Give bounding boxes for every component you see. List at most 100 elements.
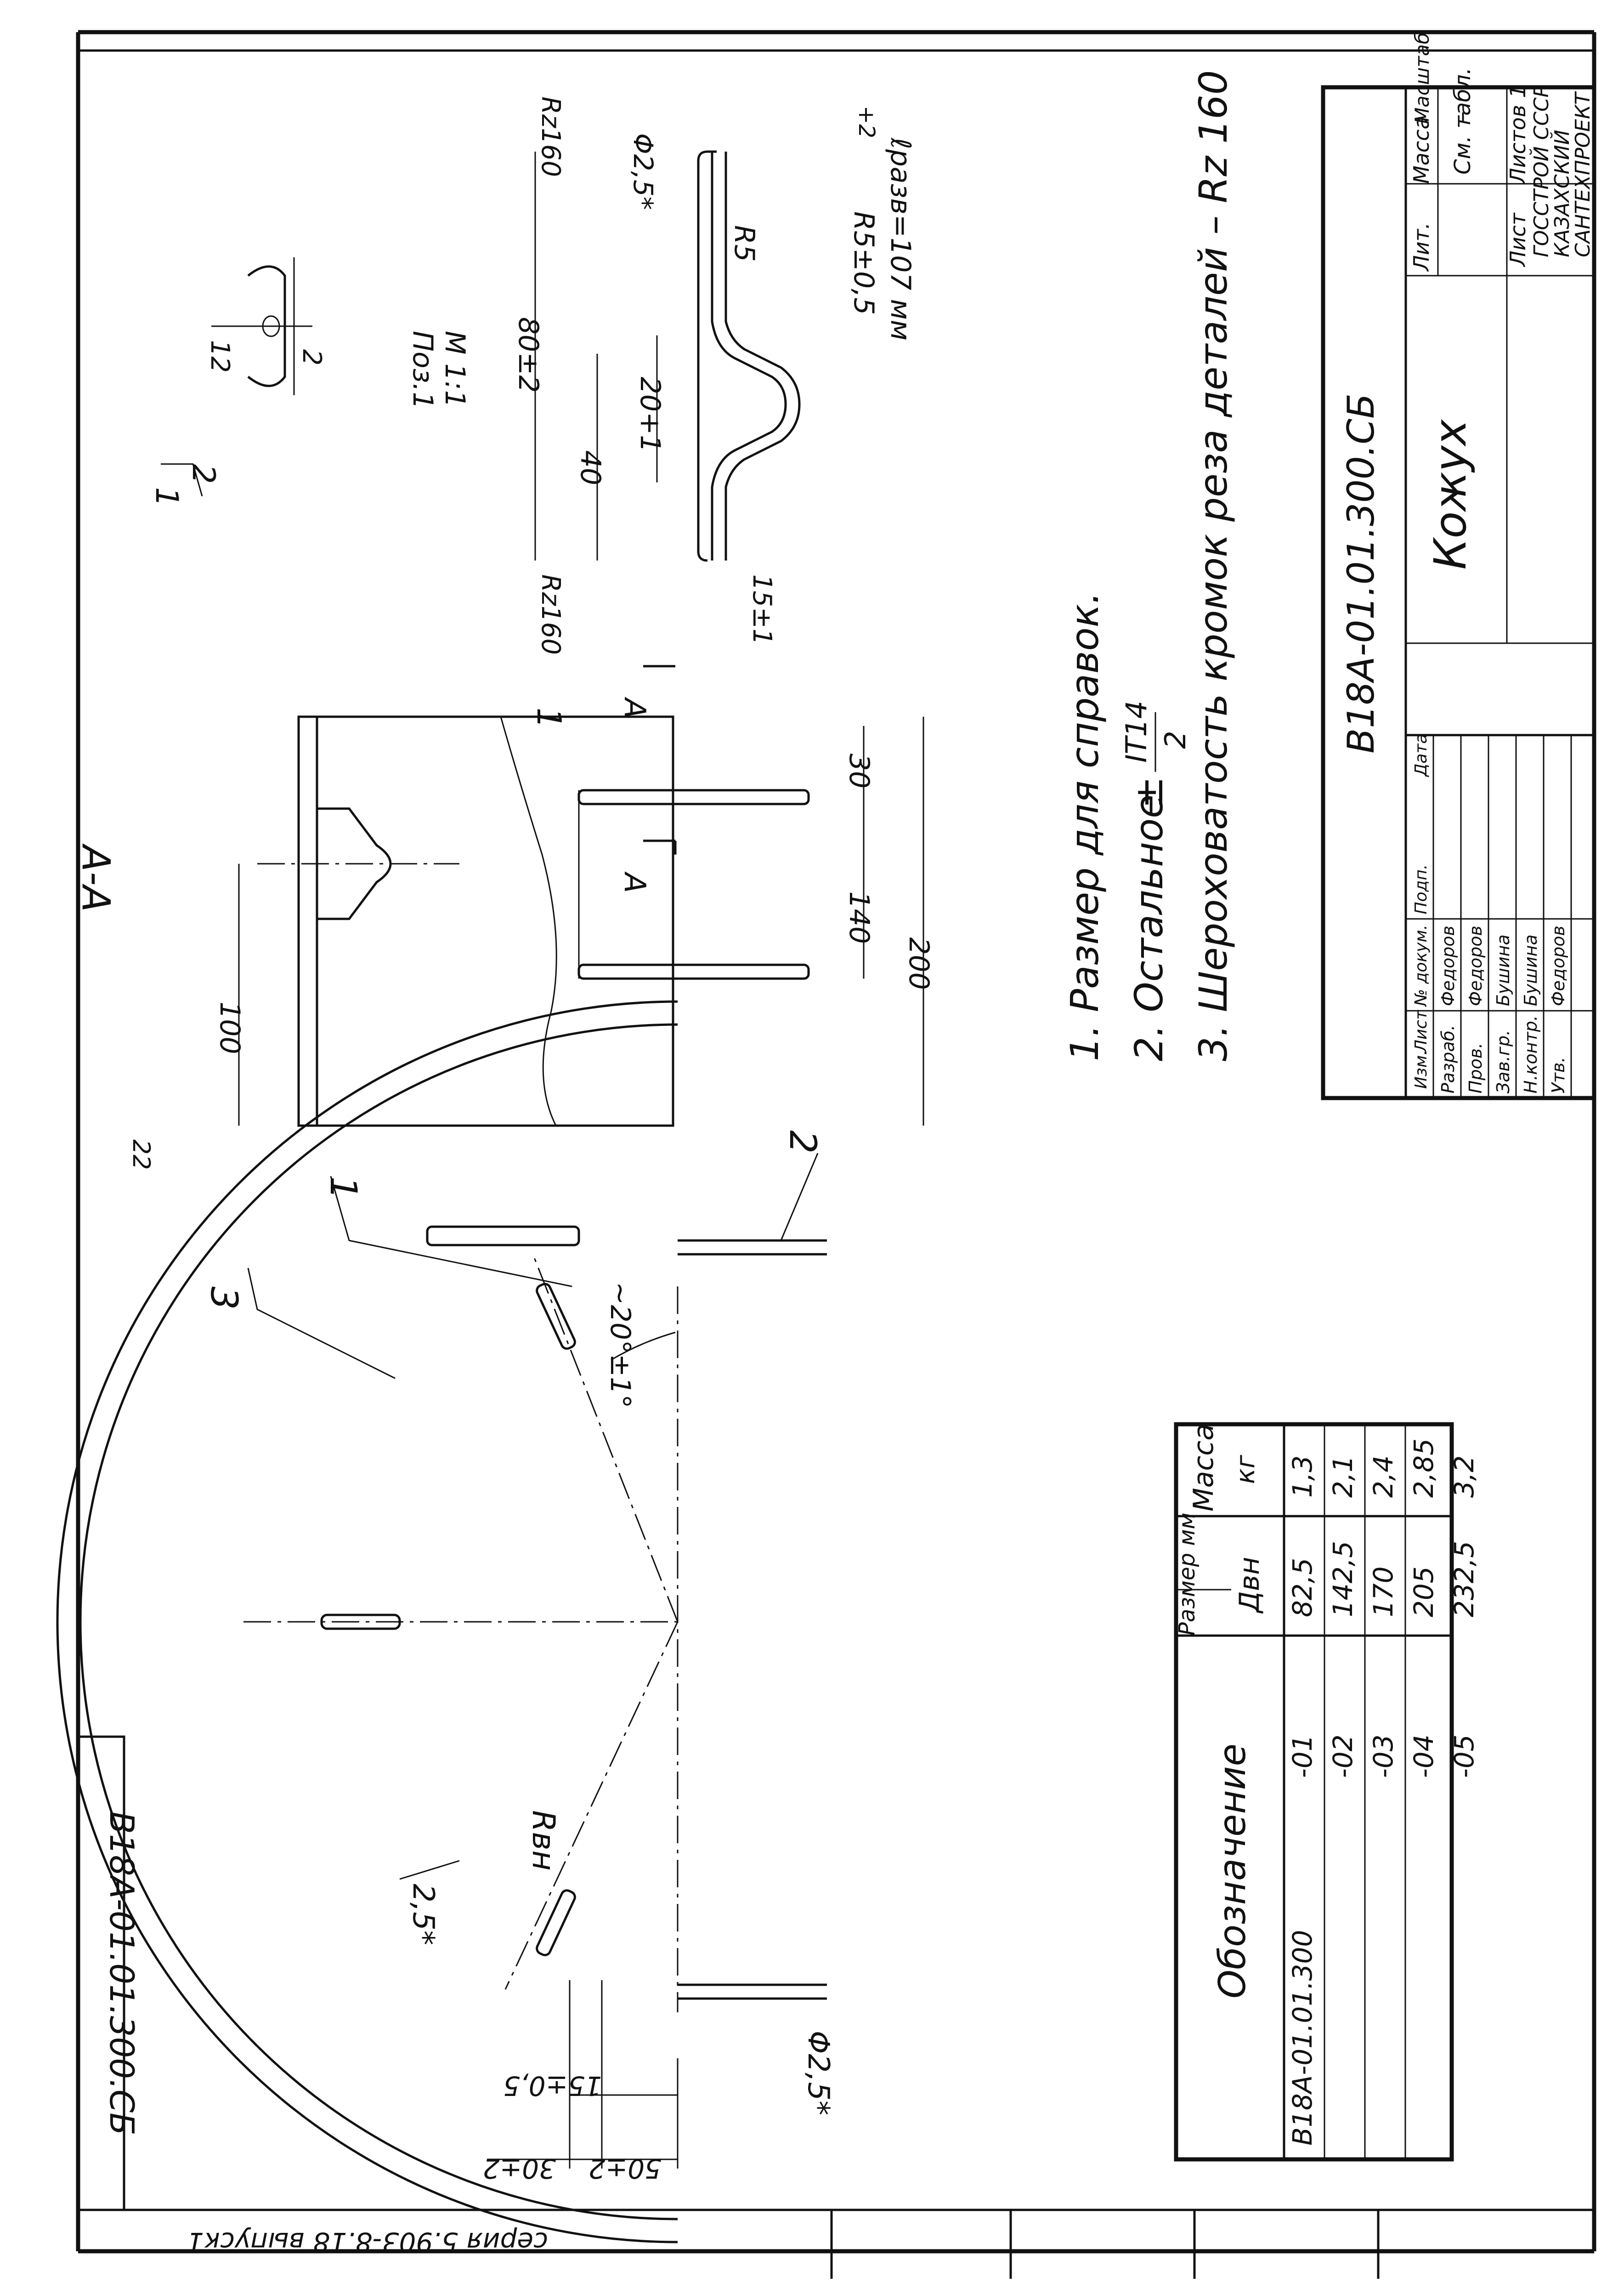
side-dim-200: 200	[903, 937, 935, 990]
table-row-mass: 2,1	[1327, 1455, 1358, 1498]
detail-ref-bottom: 2	[185, 464, 221, 484]
cut-mark-a-bottom: А	[617, 697, 651, 719]
table-hdr-size: Размер мм	[1174, 1512, 1200, 1636]
series-strip: серия 5.903-8.18 выпуск1	[187, 2226, 548, 2258]
detail-ref-top: 1	[148, 487, 185, 507]
title-mass-label: Масса	[1409, 116, 1434, 184]
table-row-size: 170	[1368, 1566, 1399, 1617]
profile-length: ℓразв=107 мм	[884, 137, 917, 340]
title-scale-label: Масштаб	[1411, 32, 1433, 124]
title-sheet-label: Лист	[1505, 212, 1530, 267]
rev-header: Изм.	[1412, 1050, 1431, 1089]
profile-r5b: R5±0,5	[848, 211, 880, 315]
table-row-designation: В18А-01.01.300	[1287, 1930, 1318, 2146]
scale-label: Поз.1	[407, 331, 439, 409]
role-label: Разраб.	[1438, 1025, 1458, 1093]
role-label: Н.контр.	[1521, 1015, 1541, 1093]
dim-15: 15±0,5	[503, 2070, 602, 2101]
side-view	[257, 665, 810, 1127]
table-row-mass: 2,4	[1368, 1455, 1399, 1498]
table-row-mass: 2,85	[1408, 1438, 1439, 1498]
table-row-size: 142,5	[1327, 1541, 1358, 1617]
table-row-designation: -05	[1449, 1734, 1480, 1778]
role-label: Пров.	[1466, 1043, 1486, 1093]
profile-rz-bottom: Rz160	[536, 574, 566, 655]
side-dim-100: 100	[214, 1002, 246, 1054]
rev-header: Дата	[1412, 734, 1431, 777]
table-row-mass: 1,3	[1287, 1455, 1318, 1498]
dim-radius: Rвн	[525, 1810, 561, 1871]
role-label: Зав.гр.	[1493, 1030, 1513, 1093]
front-bottom-dims	[487, 1980, 679, 2169]
cut-mark-a-top: А	[617, 871, 651, 893]
dim-thickness: 2,5*	[406, 1884, 440, 1945]
table-hdr-mass: Масса	[1188, 1424, 1220, 1512]
title-name: Кожух	[1425, 419, 1476, 570]
title-org-line: ГОССТРОЙ СССР	[1529, 85, 1553, 257]
role-name: Бушина	[1521, 934, 1541, 1006]
profile-dim-40: 40	[574, 450, 606, 485]
note-2: 2. Остальное	[1126, 794, 1171, 1061]
leader-2: 2	[781, 1130, 824, 1154]
side-leader-1: 1	[530, 708, 568, 729]
table-row-designation: -03	[1368, 1734, 1399, 1778]
table-hdr-mass-unit: кг	[1231, 1455, 1261, 1484]
note-2-sign: ±	[1126, 776, 1171, 809]
profile-r5a: R5	[728, 225, 760, 262]
note-2-denominator: 2	[1159, 731, 1192, 749]
table-row-designation: -04	[1408, 1734, 1439, 1778]
rev-header: Подп.	[1412, 864, 1431, 914]
size-table	[1174, 1422, 1454, 2162]
title-scale-value: –	[1447, 111, 1477, 124]
section-label: А-А	[74, 843, 119, 912]
title-code: В18А-01.01.300.СБ	[1340, 393, 1382, 753]
profile-dim-15: 15±1	[747, 574, 777, 645]
profile-dim-80: 80±2	[512, 317, 544, 393]
detail-dim-12: 12	[205, 340, 235, 373]
table-row-size: 232,5	[1449, 1541, 1480, 1617]
side-dim-30: 30	[843, 753, 875, 788]
title-block	[1321, 85, 1596, 1100]
role-name: Федоров	[1548, 926, 1568, 1006]
profile-dia: Φ2,5*	[628, 133, 659, 210]
profile-rz-top: Rz160	[536, 96, 566, 177]
profile-view	[534, 150, 801, 562]
dim-diameter: Φ2,5*	[801, 2031, 835, 2115]
title-lit-label: Лит.	[1409, 222, 1434, 272]
role-name: Федоров	[1438, 926, 1458, 1006]
table-row-designation: -02	[1327, 1734, 1358, 1778]
table-row-size: 205	[1408, 1566, 1439, 1617]
scale-value: М 1:1	[439, 331, 471, 408]
title-org-line: САНТЕХПРОЕКТ	[1571, 91, 1595, 257]
side-dim-140: 140	[843, 891, 875, 944]
page-mark: 22	[127, 1139, 155, 1170]
title-mass-value: См. табл.	[1450, 68, 1476, 175]
title-sheets-label: Листов 1	[1505, 85, 1530, 185]
role-label: Утв.	[1548, 1057, 1568, 1093]
dim-angle: ~20°±1°	[604, 1282, 636, 1408]
rev-header: Лист	[1412, 1010, 1431, 1053]
table-hdr-size-sub: Двн	[1234, 1557, 1266, 1614]
side-dims	[238, 717, 924, 1126]
dim-30: 30±2	[483, 2153, 556, 2184]
leader-1: 1	[322, 1176, 365, 1200]
side-code-box: В18А-01.01.300.СБ	[77, 1735, 141, 2211]
table-hdr-designation: Обозначение	[1211, 1744, 1254, 1999]
role-name: Федоров	[1466, 926, 1486, 1006]
table-row-size: 82,5	[1287, 1558, 1318, 1617]
dim-50: 50±2	[588, 2153, 662, 2184]
profile-dim-20: 20+1	[634, 377, 666, 453]
detail-view	[161, 257, 312, 497]
front-view	[56, 1000, 827, 2243]
title-org-line: КАЗАХСКИЙ	[1550, 130, 1574, 257]
role-name: Бушина	[1493, 934, 1513, 1006]
table-row-mass: 3,2	[1449, 1455, 1480, 1498]
detail-dim-2: 2	[297, 349, 327, 366]
side-code: В18А-01.01.300.СБ	[102, 1811, 141, 2135]
table-row-designation: -01	[1287, 1734, 1318, 1778]
note-1: 1. Размер для справок.	[1062, 592, 1107, 1061]
profile-length-tol: +2	[854, 106, 879, 138]
frame	[76, 30, 1596, 2279]
note-3: 3. Шероховатость кромок реза деталей – R…	[1191, 70, 1236, 1061]
